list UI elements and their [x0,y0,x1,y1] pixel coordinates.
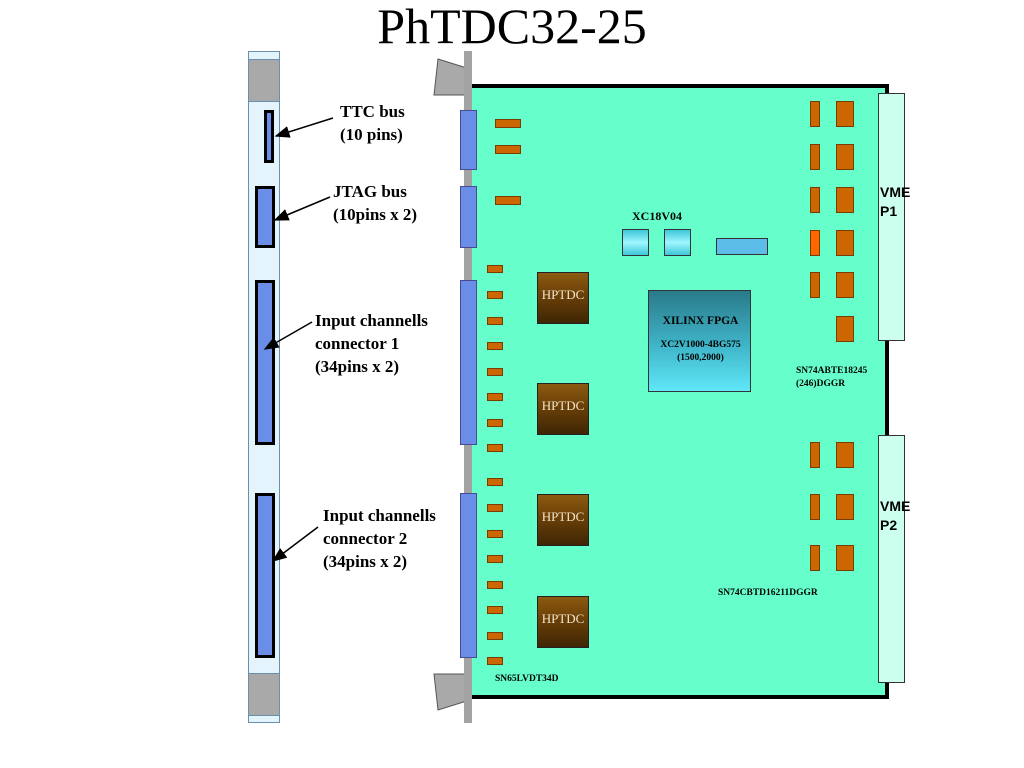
input-connector-2 [255,493,275,658]
buffer-wide-7 [836,442,854,468]
fpga-title: XILINX FPGA [662,315,739,327]
blue-component [716,238,768,255]
page-title: PhTDC32-25 [377,0,647,54]
buffer-wide-8 [836,494,854,520]
buffer1-label: SN74ABTE18245 (246)DGGR [796,366,868,389]
buffer-narrow-2 [810,144,820,170]
panel-handle-top [248,59,280,102]
board-input-connector-1 [460,280,477,445]
lvds-receiver-11 [487,530,503,538]
buffer-narrow-4 [810,230,820,256]
prom-chip-1 [622,229,649,256]
panel-handle-bottom [248,673,280,716]
buffer2-label: SN74CBTD16211DGGR [718,588,818,598]
prom-label: XC18V04 [632,209,682,223]
buffer-wide-5 [836,272,854,298]
buffer-narrow-7 [810,494,820,520]
buffer-wide-4 [836,230,854,256]
fpga-chip: XILINX FPGA XC2V1000-4BG575 (1500,2000) [648,290,751,392]
buffer-wide-2 [836,144,854,170]
buffer-narrow-8 [810,545,820,571]
ttc-arrow [274,117,334,138]
board-input-connector-2 [460,493,477,658]
component-jtag [495,196,521,205]
input2-arrow [271,526,319,562]
board-jtag-connector [460,186,477,248]
lvds-receiver-10 [487,504,503,512]
lvds-receiver-7 [487,419,503,427]
board-ttc-connector [460,110,477,170]
lvds-receiver-12 [487,555,503,563]
lvds-receiver-4 [487,342,503,350]
component-ttc-2 [495,145,521,154]
lvds-receiver-16 [487,657,503,665]
buffer-narrow-1 [810,101,820,127]
lvds-receiver-6 [487,393,503,401]
component-ttc-1 [495,119,521,128]
buffer-wide-1 [836,101,854,127]
jtag-annotation: JTAG bus (10pins x 2) [333,182,418,224]
buffer-narrow-6 [810,442,820,468]
input1-arrow [263,321,313,350]
lvds-receiver-9 [487,478,503,486]
buffer-wide-6 [836,316,854,342]
ttc-annotation: TTC bus (10 pins) [340,102,405,144]
fpga-sub: (1500,2000) [677,353,724,363]
buffer-narrow-5 [810,272,820,298]
hptdc-chip-2: HPTDC [537,383,589,435]
input-connector-1 [255,280,275,445]
hptdc-chip-4: HPTDC [537,596,589,648]
jtag-connector [255,186,275,248]
lvds-receiver-1 [487,265,503,273]
lvds-receiver-14 [487,606,503,614]
lvds-receiver-2 [487,291,503,299]
vme-p2-label: VME P2 [880,498,911,533]
buffer-wide-9 [836,545,854,571]
lvds-receiver-5 [487,368,503,376]
vme-p1-label: VME P1 [880,184,911,219]
buffer-narrow-3 [810,187,820,213]
lvds-receiver-13 [487,581,503,589]
jtag-arrow [273,196,331,221]
input2-annotation: Input channells connector 2 (34pins x 2) [323,506,436,571]
input1-annotation: Input channells connector 1 (34pins x 2) [315,311,428,376]
hptdc-chip-1: HPTDC [537,272,589,324]
ttc-connector [264,110,274,163]
lvds-receiver-8 [487,444,503,452]
buffer-wide-3 [836,187,854,213]
prom-chip-2 [664,229,691,256]
lvds-receiver-15 [487,632,503,640]
fpga-part: XC2V1000-4BG575 [660,340,741,350]
lvds-label: SN65LVDT34D [495,674,559,684]
vme-p1-connector [878,93,905,341]
hptdc-chip-3: HPTDC [537,494,589,546]
lvds-receiver-3 [487,317,503,325]
vme-p2-connector [878,435,905,683]
